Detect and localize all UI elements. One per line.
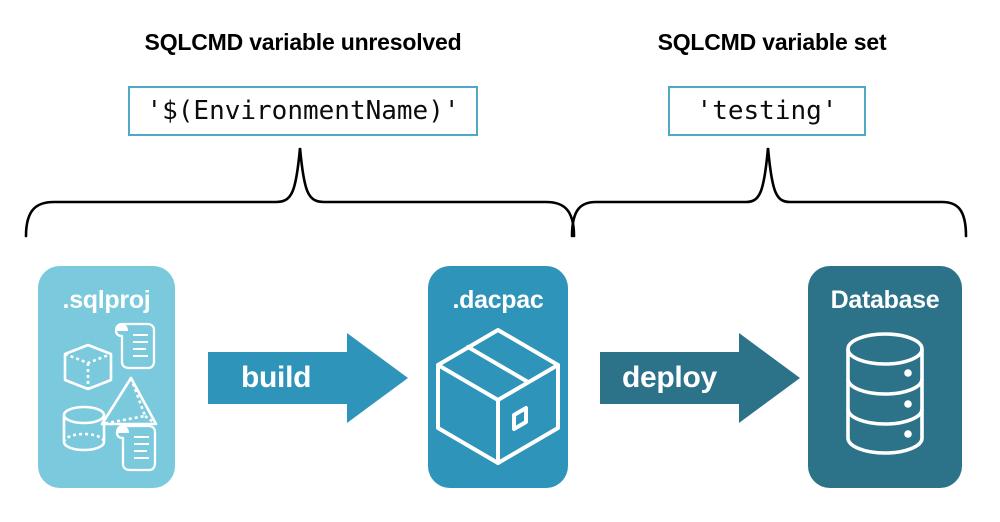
script-scroll-icon <box>115 424 157 472</box>
stage-label-database: Database <box>830 286 940 314</box>
arrow-label-build: build <box>241 361 312 394</box>
package-box-icon <box>436 328 560 465</box>
stage-label-sqlproj: .sqlproj <box>62 286 151 314</box>
database-cylinder-icon <box>846 332 924 455</box>
stage-card-dacpac: .dacpac <box>428 266 568 488</box>
sqlproj-artwork <box>38 318 175 483</box>
script-scroll-icon <box>114 322 156 370</box>
stage-card-database: Database <box>808 266 962 488</box>
stage-label-dacpac: .dacpac <box>452 286 544 314</box>
database-artwork <box>808 328 962 473</box>
sqlcmd-variable-set-value: 'testing' <box>668 86 866 136</box>
pyramid-icon <box>100 376 158 426</box>
arrow-deploy: deploy <box>600 333 800 423</box>
brace-deploy-group <box>570 146 970 243</box>
dacpac-artwork <box>428 324 568 479</box>
brace-up-icon <box>24 147 576 238</box>
brace-build-group <box>24 146 576 243</box>
group-heading-build: SQLCMD variable unresolved <box>144 29 462 55</box>
cube-icon <box>63 343 113 391</box>
status-dot <box>904 369 912 377</box>
arrow-right-icon <box>600 333 800 423</box>
cylinder-icon <box>62 405 106 452</box>
arrow-label-deploy: deploy <box>622 361 717 394</box>
group-heading-deploy: SQLCMD variable set <box>657 29 887 55</box>
sqlcmd-variable-unresolved-value: '$(EnvironmentName)' <box>128 86 478 136</box>
status-dot <box>904 400 912 408</box>
status-dot <box>904 430 912 438</box>
arrow-build: build <box>208 333 408 423</box>
stage-card-sqlproj: .sqlproj <box>38 266 175 488</box>
brace-up-icon <box>570 147 968 238</box>
arrow-right-icon <box>208 333 408 423</box>
